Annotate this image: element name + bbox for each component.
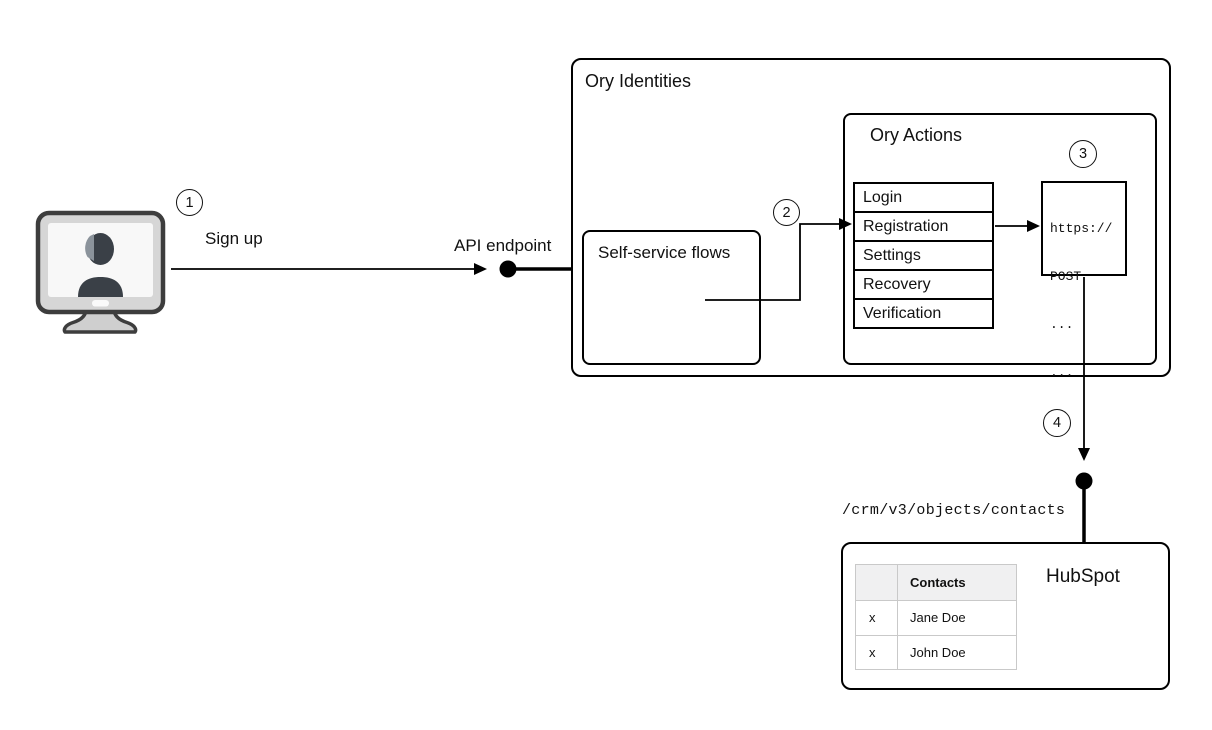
flow-list: Login Registration Settings Recovery Ver… bbox=[853, 182, 994, 329]
step-badge-4: 4 bbox=[1043, 409, 1071, 437]
ory-actions-title: Ory Actions bbox=[870, 125, 963, 145]
monitor-stand bbox=[62, 307, 138, 334]
signup-arrow bbox=[171, 263, 487, 275]
arrowhead-icon bbox=[1078, 448, 1090, 461]
contacts-table: Contacts x Jane Doe x John Doe bbox=[855, 564, 1017, 670]
table-row: x Jane Doe bbox=[856, 600, 1016, 635]
api-endpoint-label: API endpoint bbox=[454, 236, 552, 255]
webhook-line-method: POST bbox=[1050, 269, 1082, 284]
webhook-line-dots1: ... bbox=[1050, 317, 1074, 332]
contact-name: John Doe bbox=[910, 644, 966, 660]
webhook-request-box: https:// POST ... ... bbox=[1041, 181, 1127, 380]
hubspot-title: HubSpot bbox=[1046, 566, 1120, 587]
self-service-flows-title: Self-service flows bbox=[598, 243, 731, 262]
flow-row-login: Login bbox=[853, 182, 994, 213]
sign-up-label: Sign up bbox=[205, 229, 263, 248]
flow-row-verification: Verification bbox=[853, 298, 994, 329]
step-badge-1: 1 bbox=[176, 189, 203, 216]
api-endpoint-dot-icon bbox=[499, 260, 517, 278]
contact-mark: x bbox=[856, 601, 898, 635]
self-service-flows-box: Self-service flows bbox=[582, 230, 761, 365]
flow-row-registration: Registration bbox=[853, 211, 994, 242]
contact-mark: x bbox=[856, 635, 898, 669]
step-badge-3: 3 bbox=[1069, 140, 1097, 168]
webhook-line-dots2: ... bbox=[1050, 365, 1074, 380]
crm-path-label: /crm/v3/objects/contacts bbox=[842, 502, 1066, 519]
user-silhouette-icon bbox=[78, 233, 123, 297]
webhook-line-url: https:// bbox=[1050, 221, 1113, 236]
arrowhead-icon bbox=[474, 263, 487, 275]
ory-identities-title: Ory Identities bbox=[585, 71, 692, 91]
table-row: x John Doe bbox=[856, 634, 1016, 669]
flow-row-settings: Settings bbox=[853, 240, 994, 271]
step-badge-2: 2 bbox=[773, 199, 800, 226]
contact-name: Jane Doe bbox=[910, 610, 966, 626]
contacts-table-header-row: Contacts bbox=[856, 565, 1016, 600]
flow-row-recovery: Recovery bbox=[853, 269, 994, 300]
contacts-header-cell: Contacts bbox=[910, 575, 966, 590]
hubspot-endpoint-dot-icon bbox=[1075, 472, 1093, 490]
contacts-header-mark-cell bbox=[856, 565, 898, 600]
monitor-with-user-icon bbox=[35, 210, 166, 334]
